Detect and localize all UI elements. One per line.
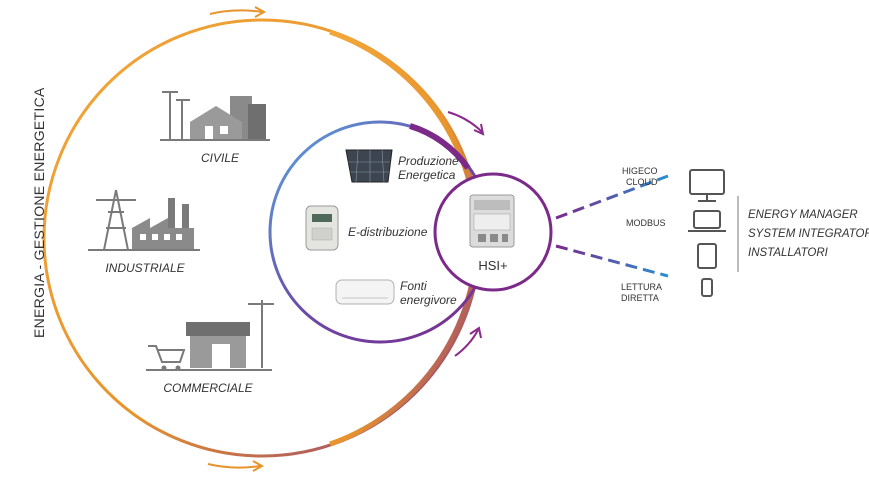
channel-lettura-line1: LETTURA xyxy=(621,282,662,292)
channel-modbus: MODBUS xyxy=(626,218,666,228)
middle-circle-arc xyxy=(409,123,471,170)
middle-top-arrow-icon xyxy=(447,111,485,136)
user-installatori: INSTALLATORI xyxy=(748,247,829,259)
user-energy-manager: ENERGY MANAGER xyxy=(748,209,858,221)
laptop-icon xyxy=(688,210,726,232)
commerciale-label: COMMERCIALE xyxy=(163,381,253,395)
industriale-factory-icon xyxy=(88,189,200,251)
channel-lettura-line2: DIRETTA xyxy=(621,293,659,303)
channel-cloud-line1: HIGECO xyxy=(622,166,658,176)
produzione-label-line2: Energetica xyxy=(398,168,456,182)
distribuzione-label: E-distribuzione xyxy=(348,225,428,239)
side-label: ENERGIA - GESTIONE ENERGETICA xyxy=(31,87,47,338)
device-label: HSI+ xyxy=(478,258,507,273)
commerciale-shop-icon xyxy=(146,300,274,371)
electric-meter-icon xyxy=(305,205,339,251)
civile-label: CIVILE xyxy=(201,151,240,165)
user-system-integrator: SYSTEM INTEGRATOR xyxy=(748,228,869,240)
fonti-label-line2: energivore xyxy=(400,293,457,307)
fonti-label-line1: Fonti xyxy=(400,279,427,293)
civile-buildings-icon xyxy=(160,91,270,141)
connection-dashes xyxy=(555,174,669,278)
middle-bottom-arrow-icon xyxy=(454,326,482,357)
solar-panel-icon xyxy=(345,149,393,183)
smartphone-icon xyxy=(701,278,713,297)
air-conditioner-icon xyxy=(335,279,395,305)
tablet-icon xyxy=(697,243,717,269)
produzione-label-line1: Produzione xyxy=(398,154,459,168)
top-cycle-arrow-icon xyxy=(209,6,267,18)
industriale-label: INDUSTRIALE xyxy=(105,261,185,275)
bottom-cycle-arrow-icon xyxy=(207,460,265,472)
desktop-monitor-icon xyxy=(689,169,725,202)
channel-cloud-line2: CLOUD xyxy=(626,177,658,187)
hsi-device-icon xyxy=(469,194,515,248)
